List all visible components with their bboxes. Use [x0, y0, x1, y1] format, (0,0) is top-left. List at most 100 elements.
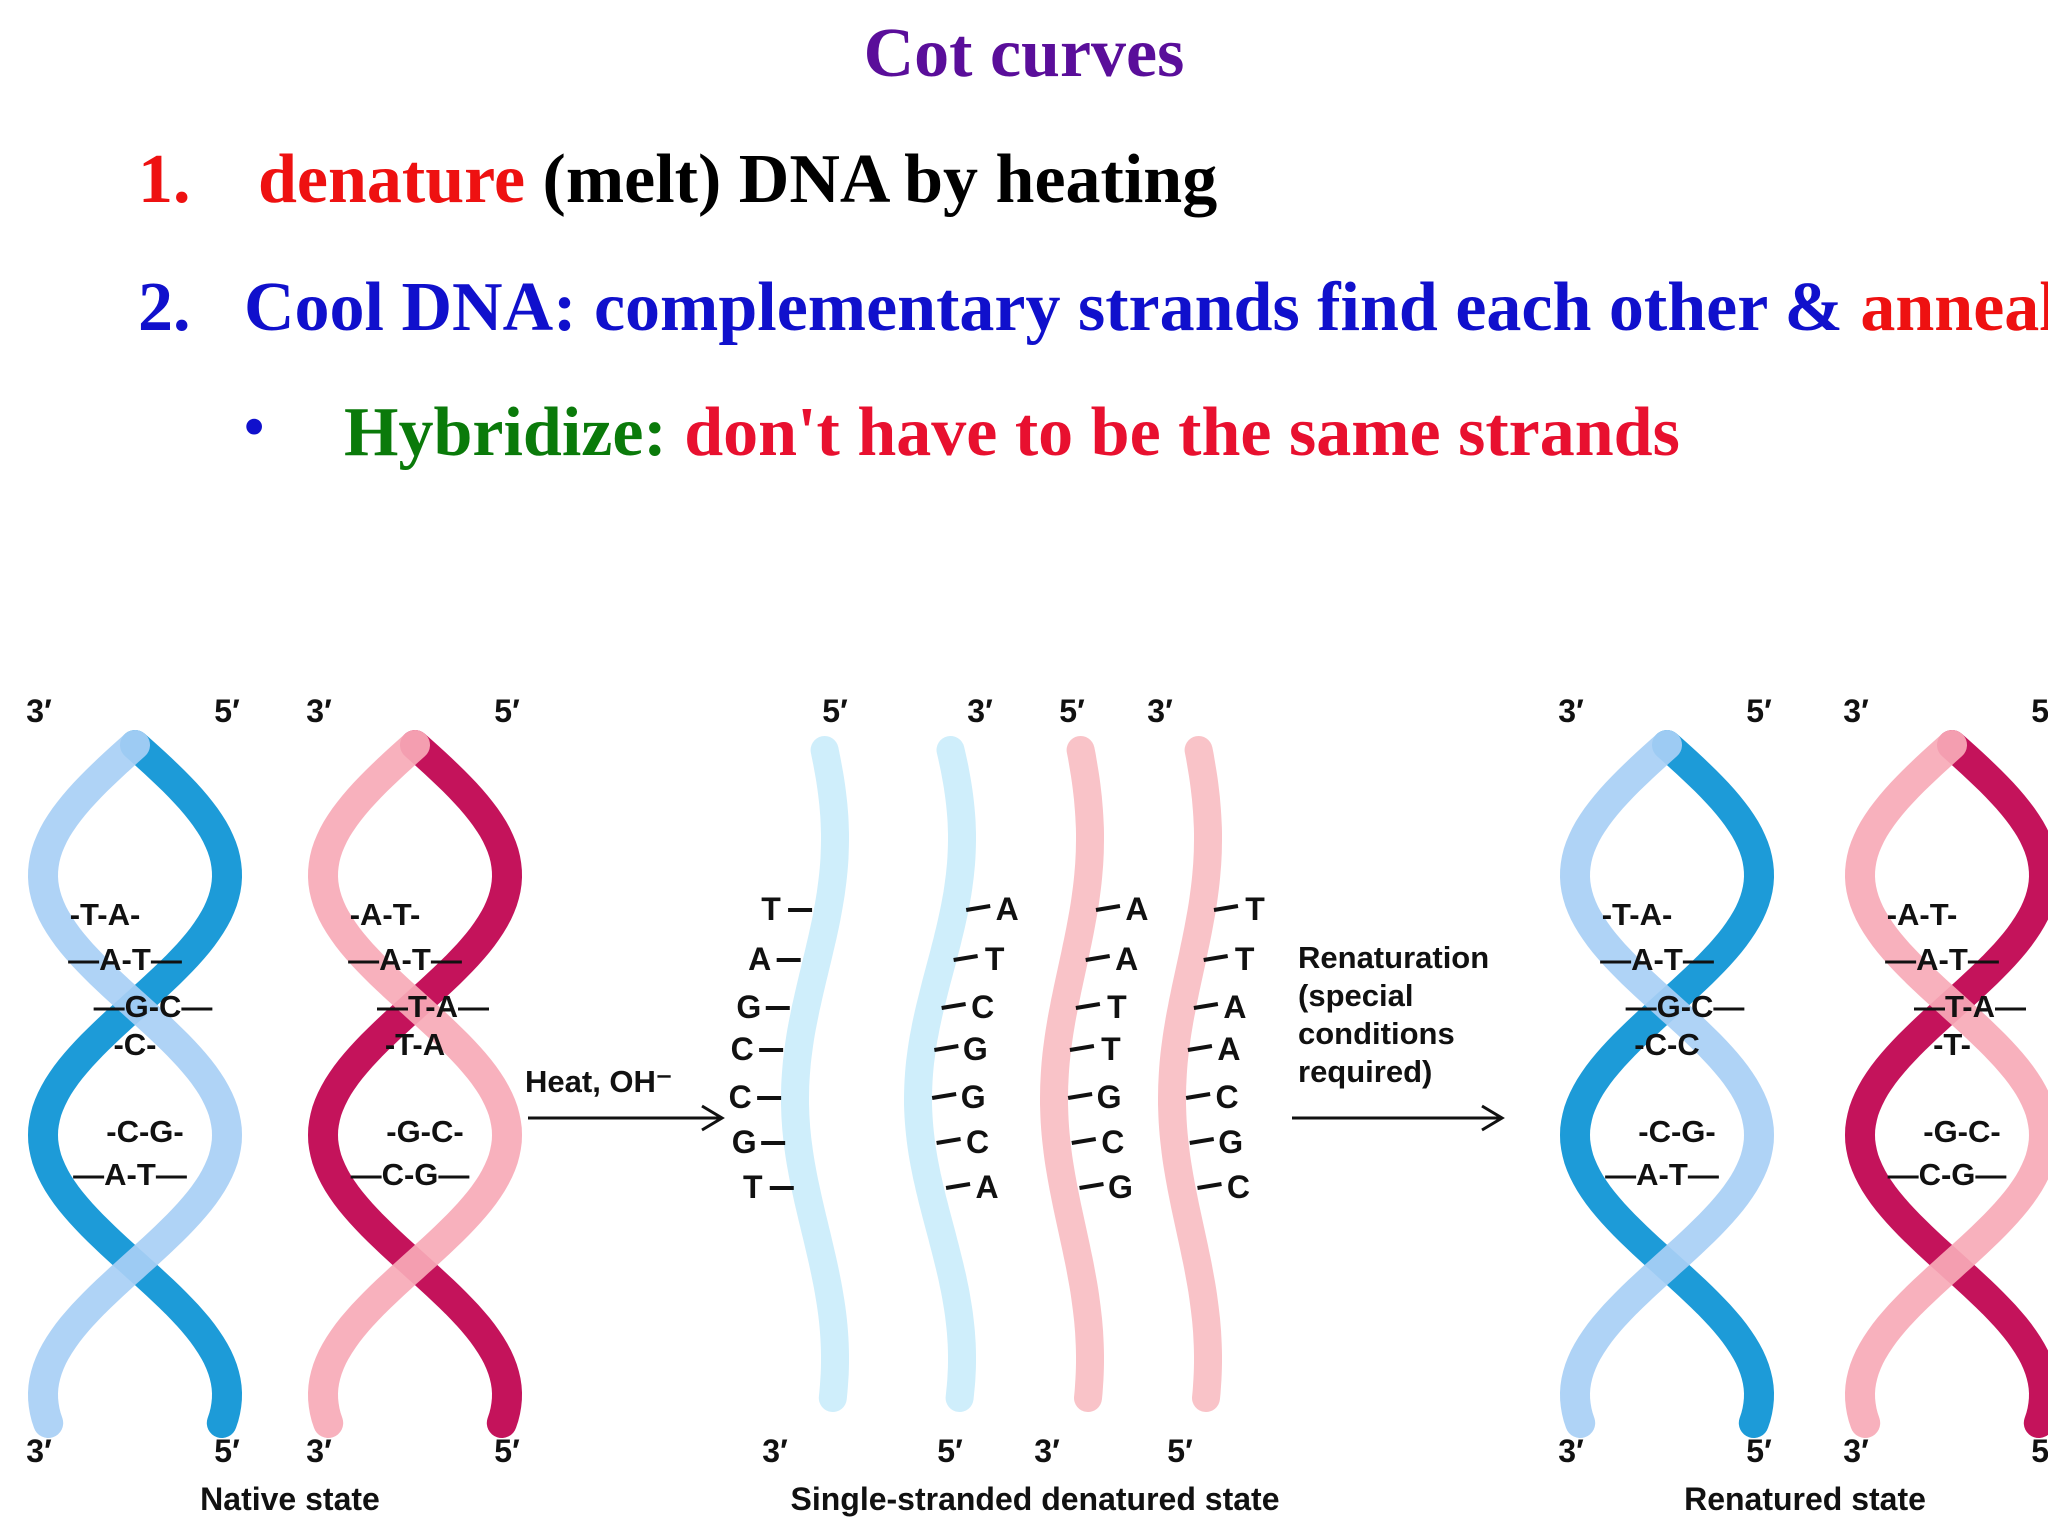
renatured-blue-base-pair: -C-C: [1634, 1027, 1699, 1062]
step-2-text: Cool DNA: complementary strands find eac…: [244, 268, 2048, 348]
single-strand-2-backbone: [904, 736, 976, 1412]
single-strand-3-stub: [1085, 954, 1111, 962]
heat-label: Heat, OH⁻: [525, 1064, 672, 1099]
renatured-blue-base-pair: -T-A-: [1602, 897, 1673, 932]
native-red-top-right-end: 5′: [494, 693, 520, 729]
single-strand-3-stub: [1075, 1002, 1101, 1010]
renatured-red-top-left-end: 3′: [1843, 693, 1869, 729]
native-blue-bottom-left-end: 3′: [26, 1433, 52, 1469]
renatured-blue-base-pair: —A-T—: [1600, 942, 1714, 977]
renaturation-label-line: (special: [1298, 978, 1413, 1013]
single-strand-2-stub: [936, 1137, 961, 1145]
native-red-base-pair: -G-C-: [386, 1114, 463, 1149]
native-red-strand-light: [307, 730, 523, 1438]
single-strand-2-stub: [934, 1044, 959, 1052]
single-strand-3: [1040, 736, 1121, 1412]
native-blue-strand-dark: [27, 730, 243, 1438]
single-strand-2-base: A: [975, 1169, 998, 1205]
step-1-keyword: denature: [258, 141, 526, 218]
renatured-blue-bottom-left-end: 3′: [1558, 1433, 1584, 1469]
single-strand-2-top-end: 3′: [967, 693, 993, 729]
single-strand-1-base: C: [729, 1079, 752, 1115]
single-strand-3-stub: [1079, 1182, 1104, 1190]
single-strand-3-stub: [1067, 1092, 1093, 1100]
renatured-red-base-pair: —T-A—: [1914, 989, 2026, 1024]
single-strand-4-top-end: 3′: [1147, 693, 1173, 729]
renatured-state-caption: Renatured state: [1684, 1481, 1926, 1517]
single-strand-1-base: C: [731, 1031, 754, 1067]
single-strand-4-base: A: [1217, 1031, 1240, 1067]
native-blue-base-pair: -C-G-: [106, 1114, 183, 1149]
bullet-marker: •: [244, 394, 265, 459]
single-strand-3-base: T: [1101, 1031, 1121, 1067]
single-strand-2-stub: [945, 1182, 971, 1190]
step-2-keyword: anneal: [1860, 269, 2048, 346]
native-red-bottom-left-end: 3′: [306, 1433, 332, 1469]
renatured-red-base-pair: -A-T-: [1887, 897, 1958, 932]
single-strand-3-backbone: [1040, 736, 1104, 1412]
single-strand-4-base: G: [1218, 1124, 1243, 1160]
single-strand-1: [757, 736, 849, 1412]
renatured-blue-bottom-right-end: 5′: [1746, 1433, 1772, 1469]
single-strand-2-base: G: [961, 1079, 986, 1115]
native-state-caption: Native state: [200, 1481, 380, 1517]
single-strand-2-base: G: [963, 1031, 988, 1067]
renaturation-label-line: Renaturation: [1298, 940, 1489, 975]
single-strand-3-stub: [1095, 904, 1121, 912]
native-red-helix: [307, 730, 523, 1438]
heat-arrow-head: [701, 1104, 725, 1132]
single-strand-2-stub: [941, 1002, 966, 1010]
single-strand-1-bottom-end: 3′: [762, 1433, 788, 1469]
single-strand-2-base: C: [966, 1124, 989, 1160]
renatured-blue-helix: [1559, 730, 1775, 1438]
renatured-red-base-pair: -T-: [1933, 1027, 1971, 1062]
single-strand-1-base: G: [736, 989, 761, 1025]
single-strand-2-base: A: [996, 891, 1019, 927]
single-strand-4-stub: [1193, 1002, 1219, 1010]
single-strand-4-stub: [1187, 1044, 1213, 1052]
native-blue-top-left-end: 3′: [26, 693, 52, 729]
renatured-red-base-pair: —A-T—: [1885, 942, 1999, 977]
single-strand-4-base: T: [1245, 891, 1265, 927]
single-strand-4: [1158, 736, 1239, 1412]
renatured-blue-strand-light: [1559, 730, 1775, 1438]
native-red-strand-dark: [307, 730, 523, 1438]
single-strand-4-backbone: [1158, 736, 1222, 1412]
slide-title: Cot curves: [863, 15, 1185, 92]
step-1-text: denature (melt) DNA by heating: [258, 140, 1217, 220]
single-strand-4-base: C: [1216, 1079, 1239, 1115]
renatured-red-base-pair: -G-C-: [1923, 1114, 2000, 1149]
heat-arrow: [528, 1104, 725, 1132]
single-strand-2-bottom-end: 5′: [937, 1433, 963, 1469]
bullet-body: don't have to be the same strands: [684, 394, 1680, 471]
native-red-base-pair: -T-A: [385, 1027, 445, 1062]
native-blue-base-pair: -C-: [113, 1027, 156, 1062]
renatured-blue-base-pair: -C-G-: [1638, 1114, 1715, 1149]
native-blue-base-pair: —A-T—: [68, 942, 182, 977]
renaturation-arrow: [1292, 1104, 1505, 1132]
single-strand-3-base: C: [1101, 1124, 1124, 1160]
native-blue-base-pair: -T-A-: [70, 897, 141, 932]
single-strand-3-base: G: [1097, 1079, 1122, 1115]
single-strand-3-bottom-end: 3′: [1034, 1433, 1060, 1469]
single-strand-1-backbone: [781, 736, 849, 1412]
single-strand-1-base: T: [743, 1169, 763, 1205]
single-strand-4-stub: [1185, 1092, 1211, 1100]
single-strand-2-base: C: [971, 989, 994, 1025]
single-strand-1-base: T: [761, 891, 781, 927]
renaturation-label-line: conditions: [1298, 1016, 1455, 1051]
native-blue-top-right-end: 5′: [214, 693, 240, 729]
native-red-base-pair: -A-T-: [350, 897, 421, 932]
single-strand-3-base: A: [1125, 891, 1148, 927]
single-strand-2-base: T: [985, 941, 1005, 977]
native-red-base-pair: —A-T—: [348, 942, 462, 977]
single-strand-3-top-end: 5′: [1059, 693, 1085, 729]
renatured-blue-base-pair: —G-C—: [1626, 989, 1745, 1024]
single-strand-3-base: T: [1107, 989, 1127, 1025]
renatured-red-strand-light: [1844, 730, 2048, 1438]
single-strand-1-base: G: [732, 1124, 757, 1160]
native-blue-base-pair: —A-T—: [73, 1157, 187, 1192]
native-blue-helix: [27, 730, 243, 1438]
native-blue-bottom-right-end: 5′: [214, 1433, 240, 1469]
